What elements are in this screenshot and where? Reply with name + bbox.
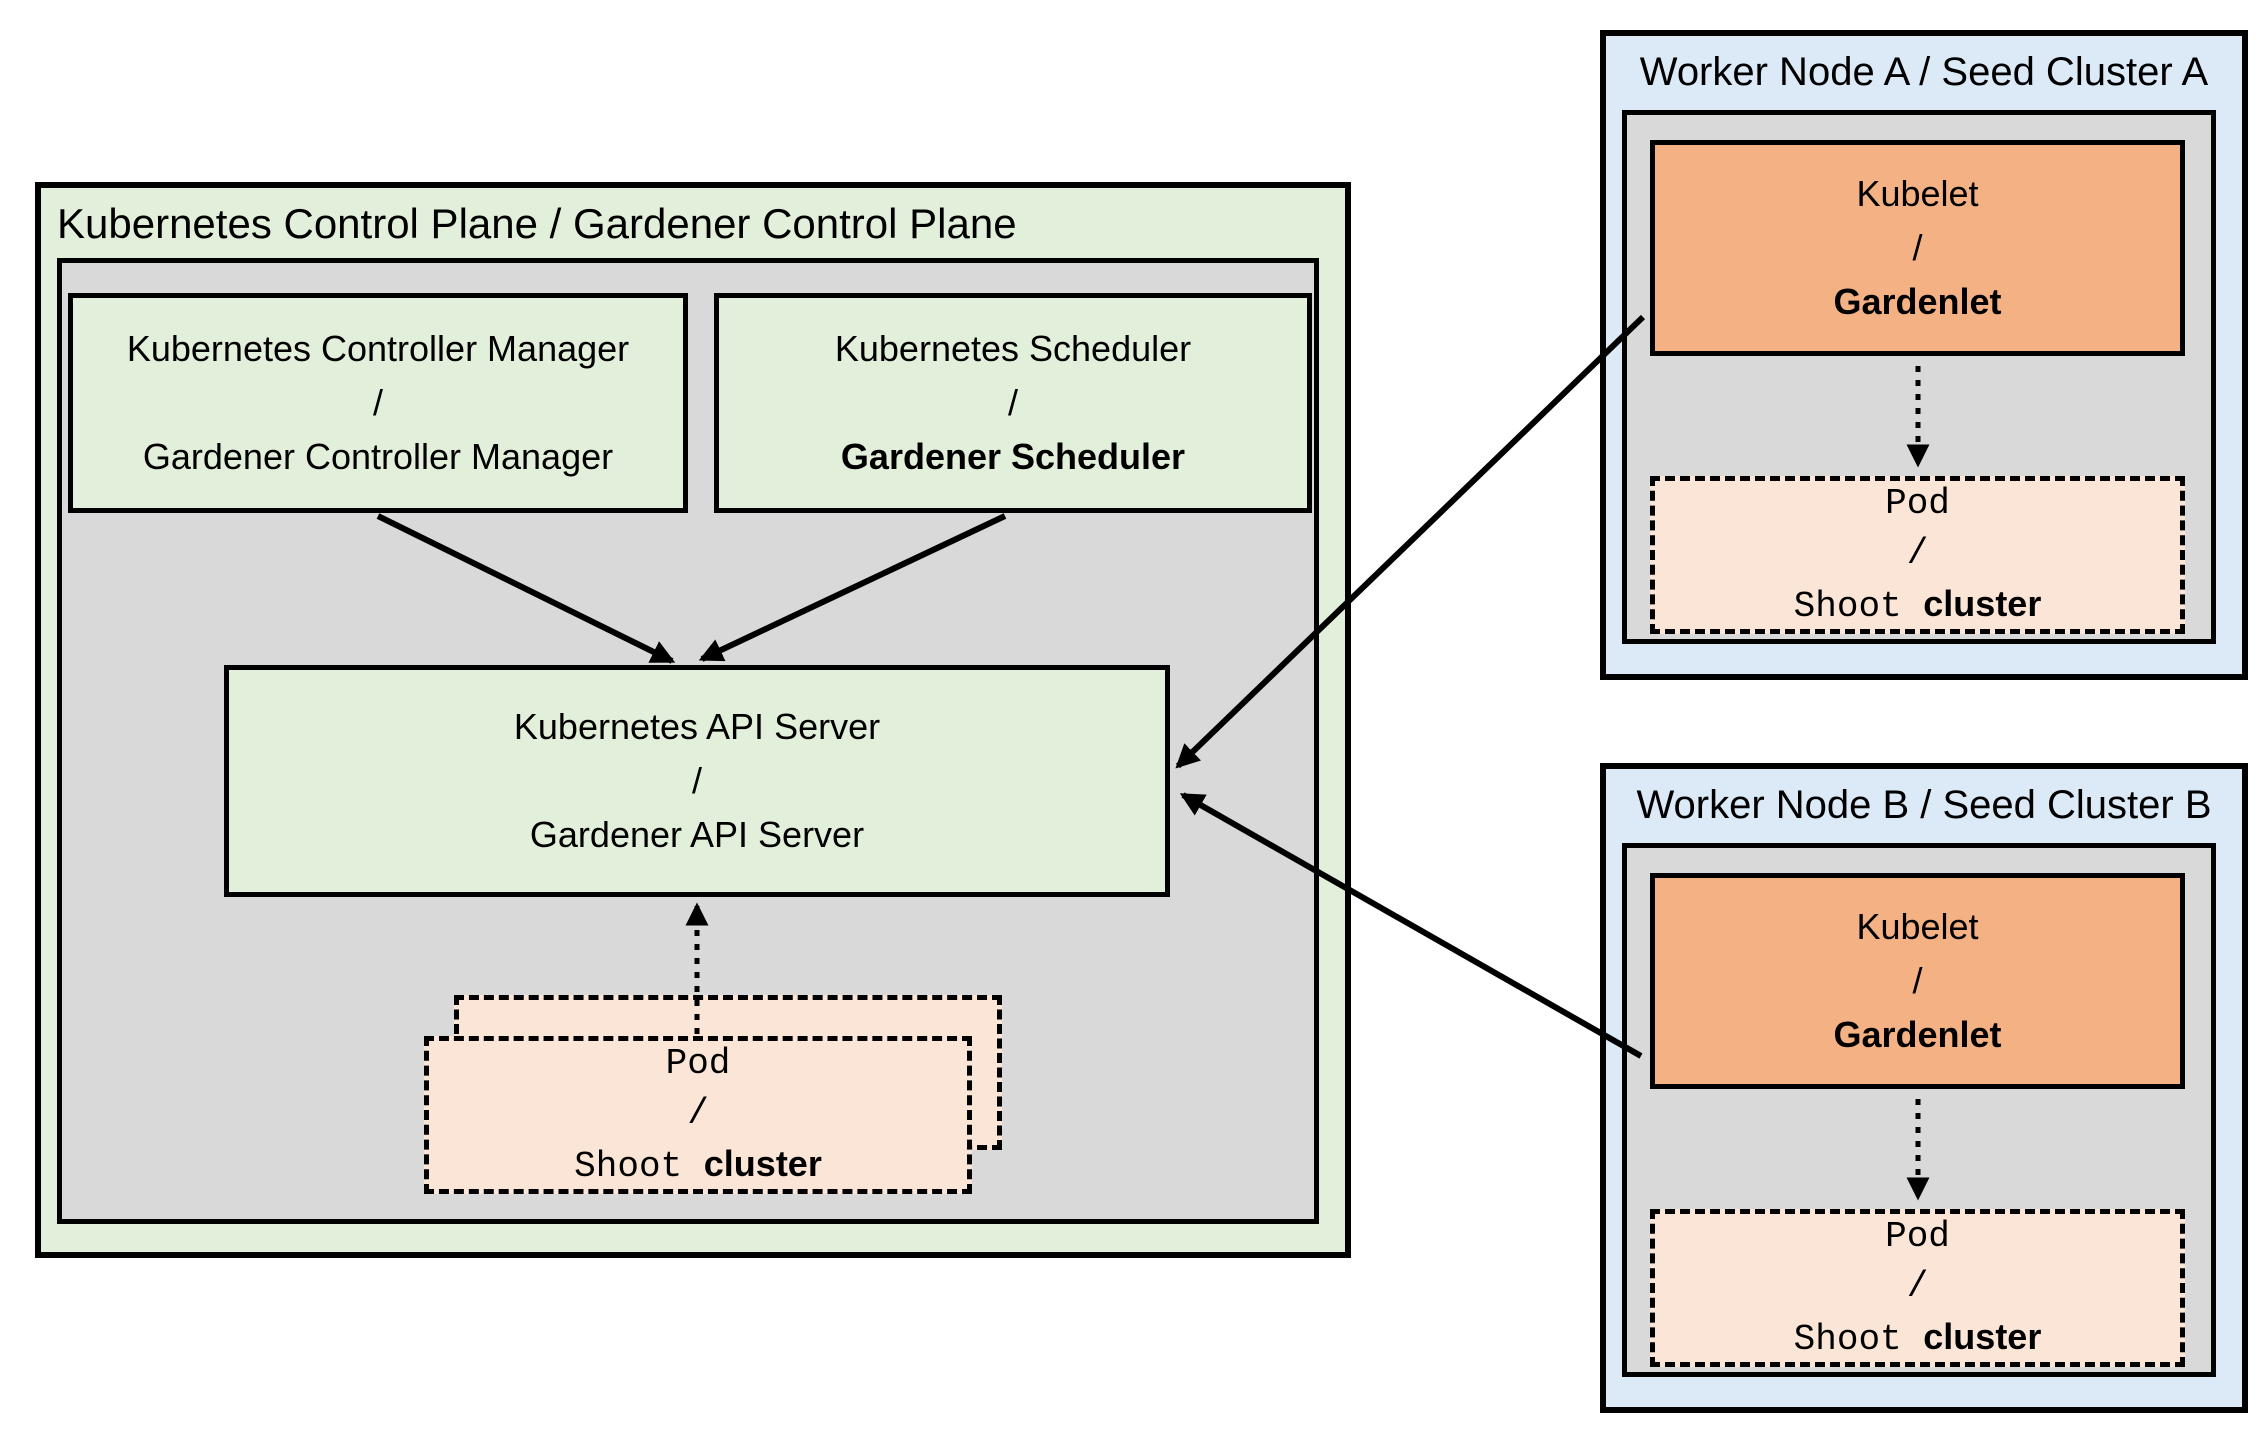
scheduler-box: Kubernetes Scheduler / Gardener Schedule… <box>714 293 1312 513</box>
worker-node-b-title: Worker Node B / Seed Cluster B <box>1636 783 2212 827</box>
controller-manager-box: Kubernetes Controller Manager / Gardener… <box>68 293 688 513</box>
pod-shoot-cluster-b-label: Pod / Shoot cluster <box>1793 1215 2042 1360</box>
pod-shoot-cluster-a-label: Pod / Shoot cluster <box>1793 482 2042 627</box>
worker-node-a-title: Worker Node A / Seed Cluster A <box>1639 50 2209 94</box>
control-plane-title: Kubernetes Control Plane / Gardener Cont… <box>57 200 1017 247</box>
api-server-label: Kubernetes API Server / Gardener API Ser… <box>513 706 881 855</box>
pod-shoot-cluster-b-box: Pod / Shoot cluster <box>1650 1209 2185 1367</box>
scheduler-label: Kubernetes Scheduler / Gardener Schedule… <box>834 328 1192 477</box>
pod-shoot-cluster-label: Pod / Shoot cluster <box>574 1042 822 1187</box>
kubelet-gardenlet-a-box: Kubelet / Gardenlet <box>1650 140 2185 356</box>
kubelet-gardenlet-b-box: Kubelet / Gardenlet <box>1650 873 2185 1089</box>
api-server-box: Kubernetes API Server / Gardener API Ser… <box>224 665 1170 897</box>
kubelet-gardenlet-b-label: Kubelet / Gardenlet <box>1833 906 2002 1055</box>
controller-manager-label: Kubernetes Controller Manager / Gardener… <box>126 328 630 477</box>
pod-shoot-cluster-a-box: Pod / Shoot cluster <box>1650 476 2185 634</box>
pod-shoot-cluster-control-plane: Pod / Shoot cluster <box>424 1036 972 1194</box>
kubelet-gardenlet-a-label: Kubelet / Gardenlet <box>1833 173 2002 322</box>
